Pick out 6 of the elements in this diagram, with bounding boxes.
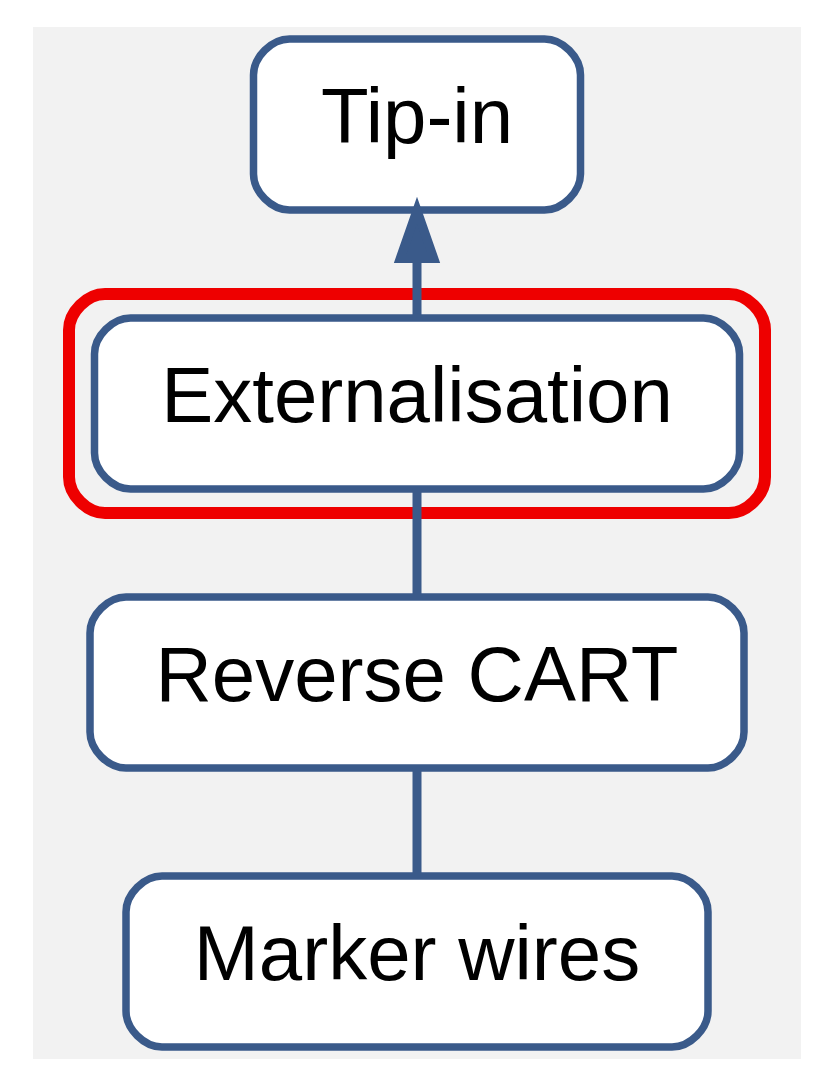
node-box: Tip-in (249, 34, 584, 214)
arrow (393, 196, 440, 317)
node-box: Marker wires (121, 871, 712, 1051)
node-box: Reverse CART (85, 592, 748, 772)
cluster (62, 287, 771, 519)
node-box: Externalisation (90, 313, 743, 493)
